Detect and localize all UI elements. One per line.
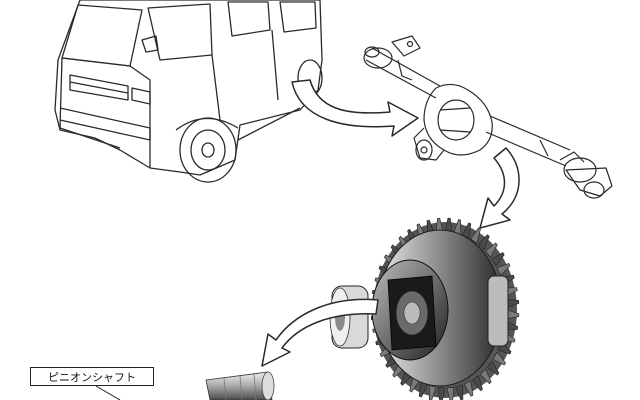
ring-gear-tooth bbox=[470, 227, 481, 244]
ring-gear-tooth bbox=[486, 360, 500, 376]
ring-gear-tooth bbox=[478, 234, 490, 250]
flow-arrow bbox=[261, 298, 379, 367]
ring-gear-tooth bbox=[463, 380, 474, 397]
flow-arrow bbox=[291, 79, 419, 137]
ring-gear-tooth bbox=[491, 252, 505, 267]
van-illustration bbox=[54, 0, 323, 183]
ring-gear-tooth bbox=[437, 387, 446, 400]
flow-arrow bbox=[479, 147, 520, 229]
ring-gear-tooth bbox=[446, 386, 455, 400]
rear-axle-housing bbox=[363, 35, 613, 199]
ring-gear-tooth bbox=[492, 351, 506, 366]
label-leader-line bbox=[95, 385, 121, 400]
pinion-shaft-label: ピニオンシャフト bbox=[30, 367, 154, 386]
ring-gear-tooth bbox=[485, 242, 498, 258]
ring-gear-tooth bbox=[496, 263, 511, 276]
ring-gear-tooth bbox=[479, 368, 492, 385]
pinion-shaft bbox=[205, 371, 275, 400]
ring-gear-tooth bbox=[472, 375, 483, 392]
